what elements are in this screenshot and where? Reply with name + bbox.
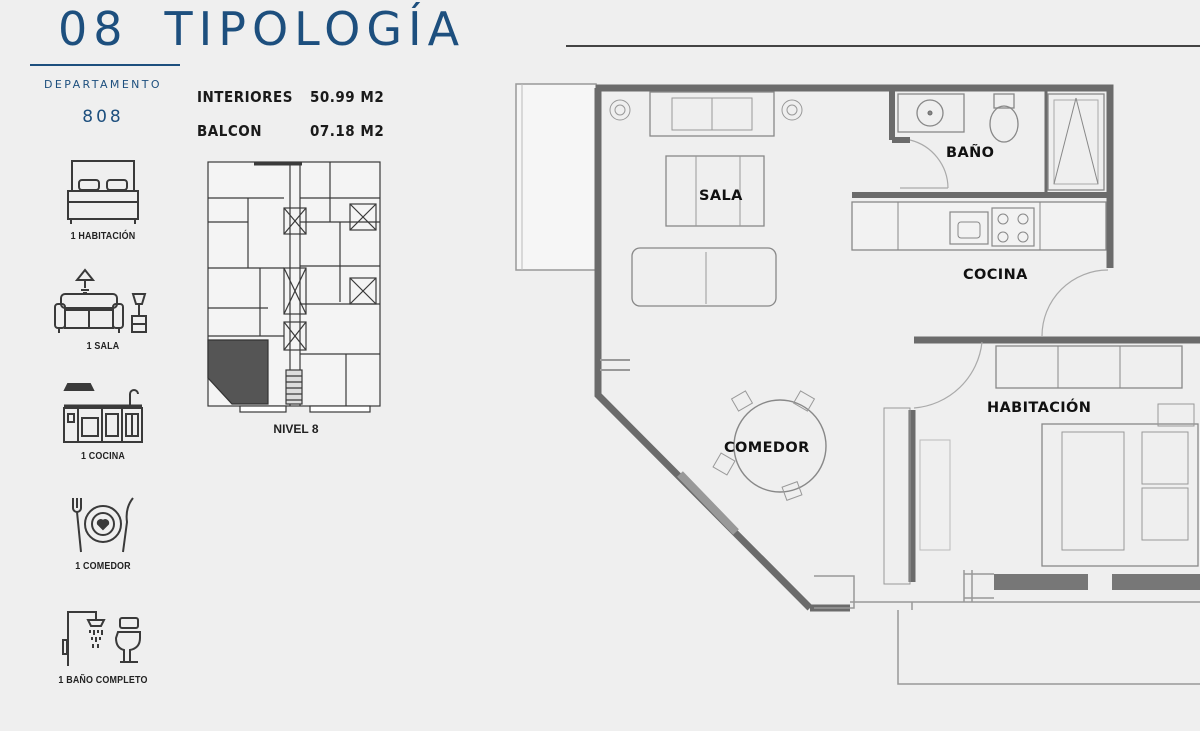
shower-toilet-icon — [62, 611, 141, 666]
typology-title: TIPOLOGÍA — [164, 2, 466, 56]
amenity-dining: 1 COMEDOR — [30, 494, 176, 572]
sofa-icon — [54, 268, 147, 333]
area-label: BALCON — [197, 122, 262, 140]
typology-number: 08 — [58, 2, 129, 56]
page-title: 08 TIPOLOGÍA — [58, 2, 465, 56]
room-label-cocina: COCINA — [963, 267, 1028, 283]
key-plan — [207, 161, 381, 413]
amenity-caption: 1 SALA — [86, 340, 120, 352]
amenity-kitchen: 1 COCINA — [30, 382, 176, 462]
amenity-bathroom: 1 BAÑO COMPLETO — [30, 606, 176, 686]
area-row-interiores: INTERIORES 50.99 M2 — [197, 80, 384, 114]
room-label-habitacion: HABITACIÓN — [987, 400, 1092, 416]
amenity-caption: 1 COCINA — [80, 450, 126, 462]
header-rule — [566, 45, 1200, 47]
floor-plan — [515, 83, 1200, 685]
room-label-bano: BAÑO — [946, 145, 995, 161]
amenity-caption: 1 HABITACIÓN — [70, 230, 136, 242]
unit-number: 808 — [82, 107, 124, 127]
balcony-left — [515, 83, 597, 271]
key-plan-caption: NIVEL 8 — [273, 422, 319, 436]
area-label: INTERIORES — [197, 88, 293, 106]
unit-label: DEPARTAMENTO — [44, 78, 162, 91]
title-underline — [30, 64, 180, 66]
area-summary: INTERIORES 50.99 M2 BALCON 07.18 M2 — [197, 80, 384, 148]
kitchen-icon — [63, 383, 143, 443]
bed-icon — [67, 160, 139, 224]
room-label-comedor: COMEDOR — [724, 440, 810, 456]
amenity-living: 1 SALA — [30, 268, 176, 352]
amenity-caption: 1 BAÑO COMPLETO — [58, 674, 148, 686]
room-label-sala: SALA — [699, 188, 743, 204]
dining-plate-icon — [72, 497, 134, 553]
amenity-bedroom: 1 HABITACIÓN — [30, 158, 176, 242]
area-value: 07.18 M2 — [310, 122, 385, 140]
amenity-caption: 1 COMEDOR — [75, 560, 131, 572]
area-value: 50.99 M2 — [310, 88, 385, 106]
area-row-balcon: BALCON 07.18 M2 — [197, 114, 384, 148]
